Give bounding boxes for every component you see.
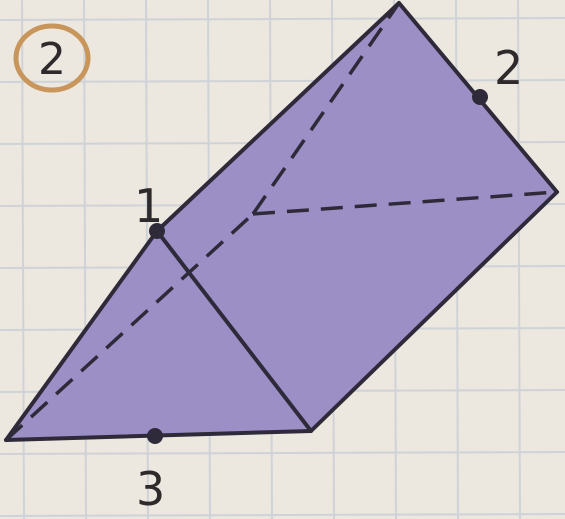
point-2-dot [472, 89, 488, 105]
point-2-label: 2 [494, 41, 523, 95]
edge-bottom-right [309, 190, 559, 433]
prism-body [6, 3, 557, 440]
badge-ring [13, 23, 91, 93]
point-1-label: 1 [134, 179, 163, 233]
edge-front-middle [155, 229, 313, 433]
edge-top-long [155, 1, 401, 233]
point-1-dot [149, 223, 165, 239]
hidden-edge-back-right [252, 190, 558, 216]
task-number-badge: 2 [13, 23, 91, 93]
hidden-edge-back-diagonal [251, 2, 401, 215]
point-3-dot [147, 428, 163, 444]
hidden-edge-front-to-back [4, 212, 255, 442]
edge-left-slope [4, 229, 159, 442]
hidden-edges [4, 2, 558, 442]
point-3-label: 3 [136, 462, 165, 516]
badge-number: 2 [38, 34, 66, 85]
